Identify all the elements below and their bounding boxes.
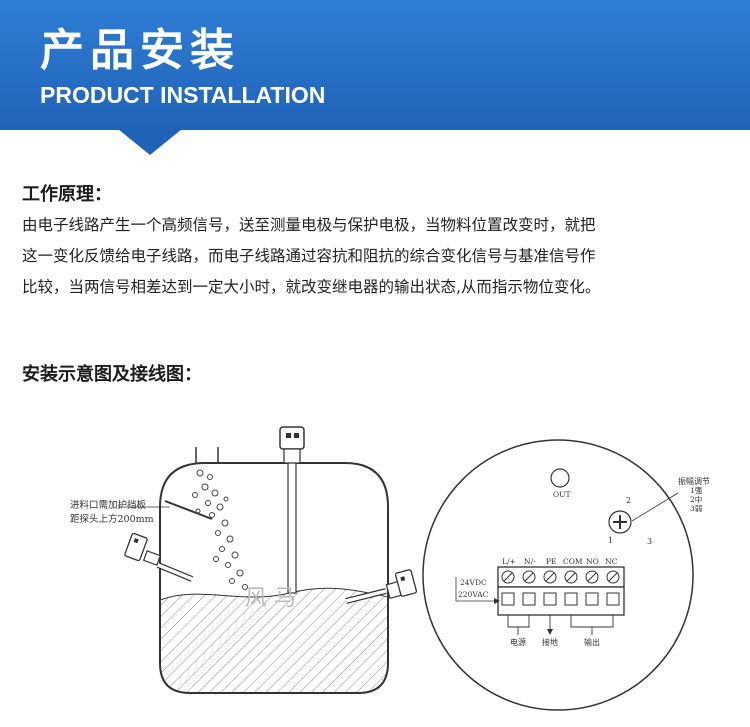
material-particles xyxy=(192,469,248,590)
wiring-diagram: OUT 2 1 3 振幅调节 1强 2中 3弱 L/+ N/- PE COM N… xyxy=(422,439,710,711)
top-probe-rod xyxy=(287,462,297,594)
group-label-ground: 接地 xyxy=(542,637,558,647)
baffle-plate xyxy=(164,500,213,520)
diagram-heading: 安装示意图及接线图： xyxy=(22,364,202,385)
terminal-label: L/+ xyxy=(502,557,516,566)
sensitivity-level: 2中 xyxy=(690,494,702,504)
page-subtitle: PRODUCT INSTALLATION xyxy=(40,82,326,108)
power-label-dc: 24VDC xyxy=(460,578,487,587)
dial-number-2: 2 xyxy=(626,496,631,505)
terminal-label: N/- xyxy=(524,557,536,566)
terminal-label: NO xyxy=(586,557,599,566)
terminal-block-wires xyxy=(497,586,625,616)
group-label-output: 输出 xyxy=(584,637,600,647)
power-label-ac: 220VAC xyxy=(458,590,489,599)
out-led xyxy=(550,468,570,488)
tank-diagram: 进料口需加护挡板 距探头上方200mm 风 马 xyxy=(70,426,418,694)
principle-line: 由电子线路产生一个高频信号，送至测量电极与保护电极，当物料位置改变时，就把 xyxy=(22,216,596,234)
sensitivity-level: 3弱 xyxy=(690,504,702,513)
terminal-label: COM xyxy=(563,557,583,566)
header-banner xyxy=(0,0,750,130)
principle-line: 这一变化反馈给电子线路，而电子线路通过容抗和阻抗的综合变化信号与基准信号作 xyxy=(22,247,596,265)
inlet-note-line2: 距探头上方200mm xyxy=(70,513,154,525)
top-probe-head xyxy=(279,426,305,450)
watermark: 风 马 xyxy=(245,586,296,611)
sensitivity-level: 1强 xyxy=(690,486,703,495)
banner-notch xyxy=(118,129,182,155)
side-probe-right xyxy=(345,569,418,604)
page-title: 产品安装 xyxy=(40,25,240,76)
terminal-block-screws xyxy=(497,566,625,588)
principle-paragraph: 由电子线路产生一个高频信号，送至测量电极与保护电极，当物料位置改变时，就把 这一… xyxy=(22,210,722,303)
tank-outline xyxy=(159,462,389,694)
inlet-note-line1: 进料口需加护挡板 xyxy=(70,499,147,511)
side-probe-left xyxy=(124,532,194,582)
principle-heading: 工作原理： xyxy=(22,184,112,205)
group-label-power: 电源 xyxy=(510,637,526,647)
out-label: OUT xyxy=(553,490,570,499)
dial-number-1: 1 xyxy=(608,536,613,545)
sensitivity-title: 振幅调节 xyxy=(678,476,710,486)
principle-line: 比较，当两信号相差达到一定大小时，就改变继电器的输出状态,从而指示物位变化。 xyxy=(22,278,601,296)
dial-number-3: 3 xyxy=(647,537,652,546)
terminal-label: NC xyxy=(605,557,618,566)
terminal-label: PE xyxy=(546,557,557,566)
